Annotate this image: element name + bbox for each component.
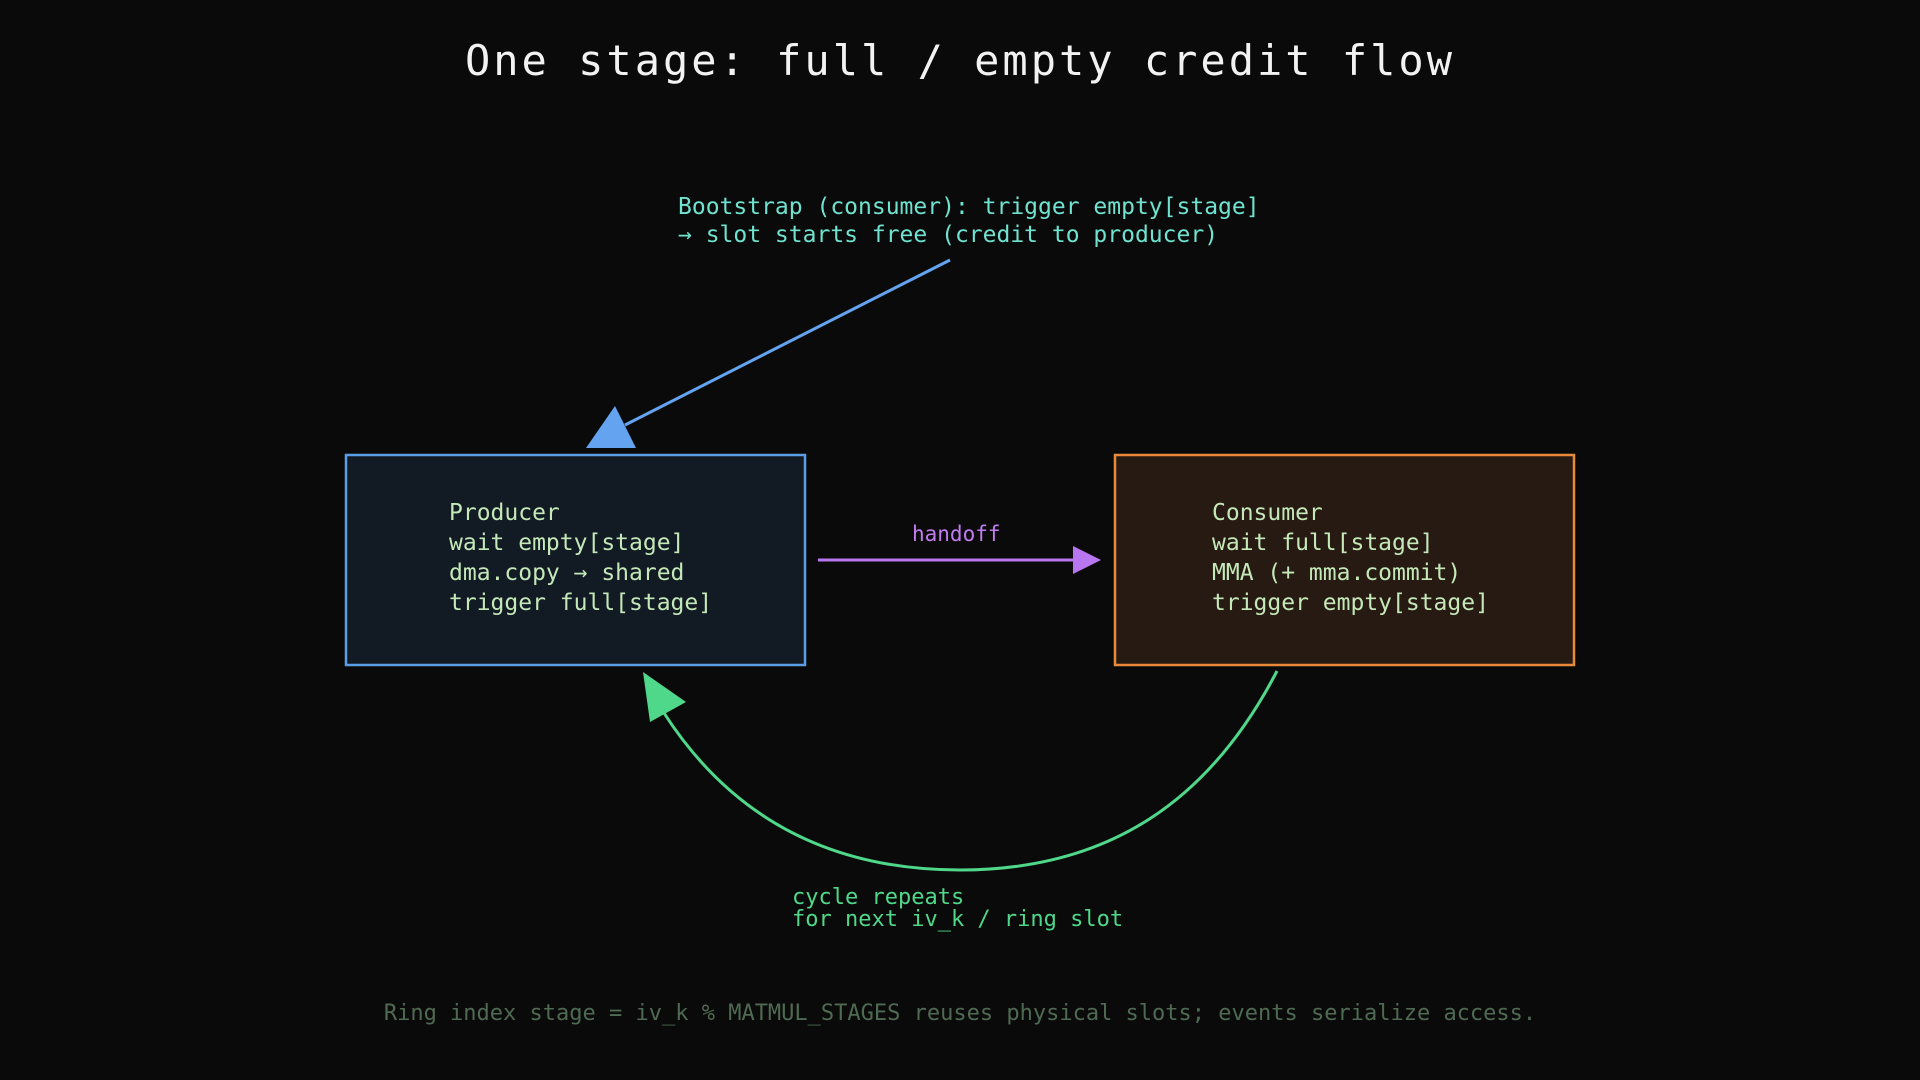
producer-step-wait: wait empty[stage] (449, 530, 685, 556)
consumer-step-trigger: trigger empty[stage] (1212, 590, 1489, 616)
bootstrap-note-line-1: Bootstrap (consumer): trigger empty[stag… (678, 194, 1260, 220)
producer-step-copy: dma.copy → shared (449, 560, 685, 586)
handoff-label: handoff (912, 522, 1001, 546)
diagram-title: One stage: full / empty credit flow (464, 36, 1455, 85)
bootstrap-arrowhead (586, 406, 636, 448)
consumer-step-mma: MMA (+ mma.commit) (1212, 560, 1462, 586)
bootstrap-note-line-2: → slot starts free (credit to producer) (678, 222, 1219, 248)
cycle-note-line-2: for next iv_k / ring slot (792, 907, 1124, 932)
consumer-box (1113, 453, 1576, 667)
producer-step-trigger: trigger full[stage] (449, 590, 713, 616)
cycle-note-line-1: cycle repeats (792, 885, 965, 910)
cycle-arrow-curve (662, 670, 1279, 872)
producer-box (344, 453, 807, 667)
cycle-arrowhead (643, 672, 686, 722)
consumer-step-wait: wait full[stage] (1212, 530, 1434, 556)
footer-note: Ring index stage = iv_k % MATMUL_STAGES … (383, 1001, 1537, 1026)
bootstrap-arrow-line (624, 258, 951, 427)
handoff-arrowhead (1073, 546, 1101, 574)
consumer-label: Consumer (1212, 500, 1323, 526)
producer-label: Producer (449, 500, 560, 526)
